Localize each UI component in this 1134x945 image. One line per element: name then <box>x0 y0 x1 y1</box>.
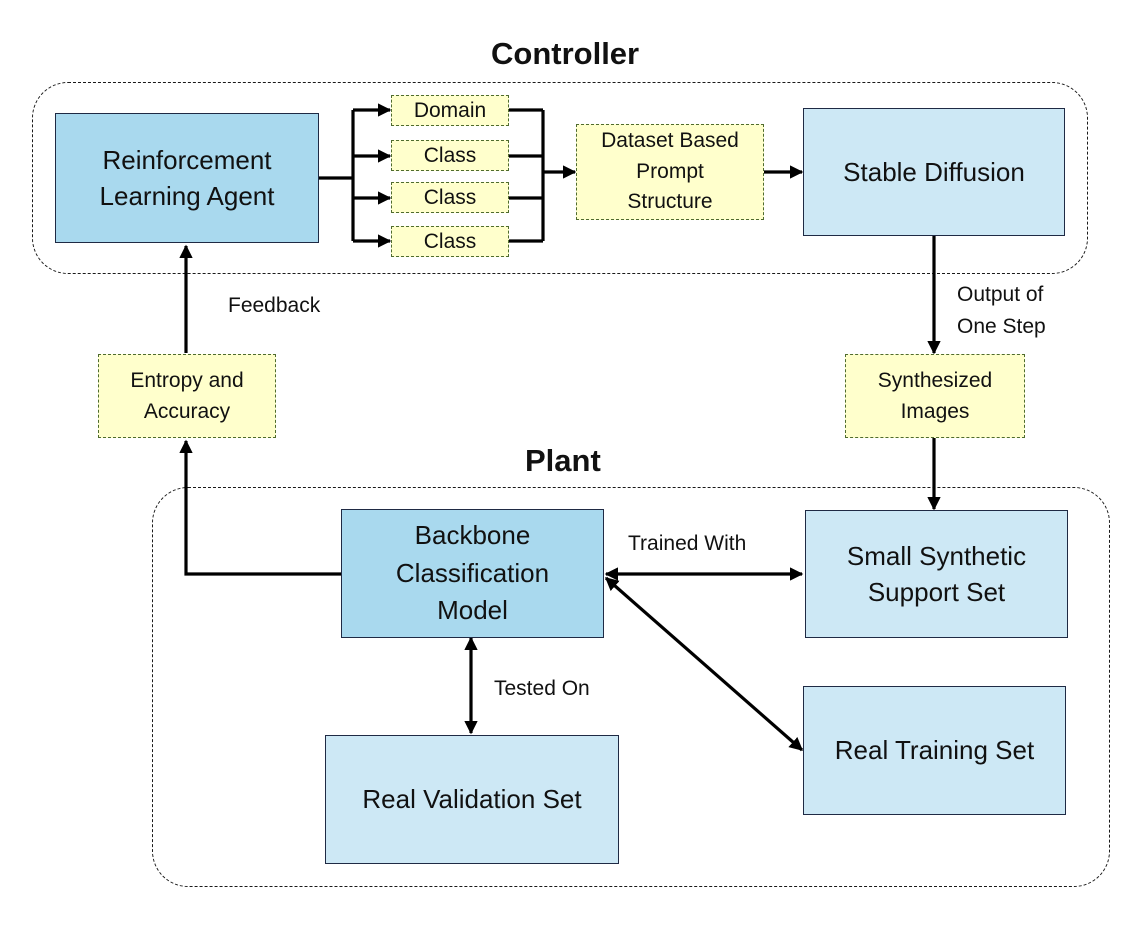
real-training-arrow <box>604 576 804 752</box>
prompt-structure-box: Dataset Based Prompt Structure <box>576 124 764 220</box>
real-training-box: Real Training Set <box>803 686 1066 815</box>
plant-title: Plant <box>525 443 601 478</box>
prompt-part-class-3: Class <box>391 226 509 257</box>
entropy-accuracy-label: Entropy and Accuracy <box>130 368 244 424</box>
rl-agent-box: Reinforcement Learning Agent <box>55 113 319 243</box>
controller-region <box>32 82 1088 274</box>
stable-diffusion-label: Stable Diffusion <box>843 156 1025 187</box>
prompt-part-domain-label: Domain <box>413 98 487 122</box>
prompt-structure-label: Dataset Based Prompt Structure <box>601 129 739 214</box>
prompt-part-class-1: Class <box>391 140 509 171</box>
prompt-part-class-2-label: Class <box>423 185 477 209</box>
controller-title: Controller <box>491 36 640 71</box>
prompt-part-class-1-label: Class <box>423 143 477 167</box>
rl-agent-label: Reinforcement Learning Agent <box>99 144 275 211</box>
entropy-accuracy-box: Entropy and Accuracy <box>98 354 276 438</box>
tested-on-label: Tested On <box>494 677 590 700</box>
feedback-label: Feedback <box>228 294 321 317</box>
synthesized-images-label: Synthesized Images <box>877 368 993 424</box>
plant-region <box>152 487 1110 887</box>
real-validation-box: Real Validation Set <box>325 735 619 864</box>
real-training-label: Real Training Set <box>834 735 1035 766</box>
to-entropy-arrow <box>179 439 341 576</box>
prompt-part-class-3-label: Class <box>423 229 477 253</box>
synthesized-images-box: Synthesized Images <box>845 354 1025 438</box>
backbone-model-label: Backbone Classification Model <box>395 519 550 626</box>
prompt-part-class-2: Class <box>391 182 509 213</box>
stable-diffusion-box: Stable Diffusion <box>803 108 1065 236</box>
trained-with-label: Trained With <box>628 532 747 555</box>
synthetic-support-label: Small Synthetic Support Set <box>846 540 1027 607</box>
output-one-step-label: Output of One Step <box>957 283 1046 338</box>
backbone-model-box: Backbone Classification Model <box>341 509 604 638</box>
real-validation-label: Real Validation Set <box>362 784 582 815</box>
synthetic-support-box: Small Synthetic Support Set <box>805 510 1068 638</box>
prompt-part-domain: Domain <box>391 95 509 126</box>
